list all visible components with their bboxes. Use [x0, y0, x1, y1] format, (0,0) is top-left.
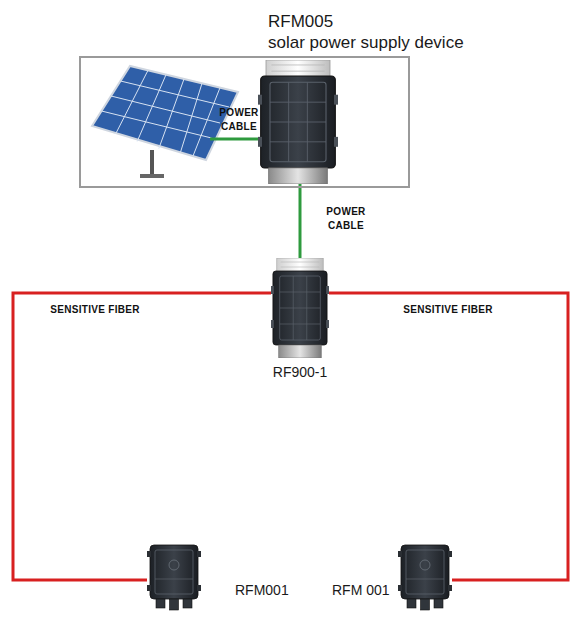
power-enclosure: [258, 60, 338, 184]
device-name: RF900-1: [255, 364, 345, 380]
sensor-device: RFM 001: [398, 543, 452, 611]
panel-surface: [92, 66, 238, 160]
fiber-label: SENSITIVE FIBER: [383, 303, 513, 317]
sensor-box: [398, 545, 452, 610]
sensitive-fiber: [13, 293, 271, 580]
sensitive-fiber: [329, 293, 568, 580]
cable-label: POWER CABLE: [316, 205, 376, 233]
solar-panel: [92, 66, 238, 178]
sensor-box: [147, 545, 201, 610]
sensor-device: RFM001: [147, 543, 201, 611]
fiber-label: SENSITIVE FIBER: [30, 303, 160, 317]
power-cable: [210, 138, 258, 141]
power-cable: [299, 187, 302, 258]
panel-base: [140, 174, 164, 178]
cable-label: POWER CABLE: [206, 106, 272, 134]
device-name: RFM001: [235, 582, 289, 598]
device-name: RFM 001: [332, 582, 390, 598]
device-description: solar power supply device: [268, 33, 464, 53]
fiber-device: RF900-1: [271, 258, 329, 358]
device-name: RFM005: [268, 12, 333, 32]
panel-post: [150, 150, 154, 176]
fiber-enclosure: [271, 258, 329, 358]
panel-grid: [102, 70, 230, 156]
